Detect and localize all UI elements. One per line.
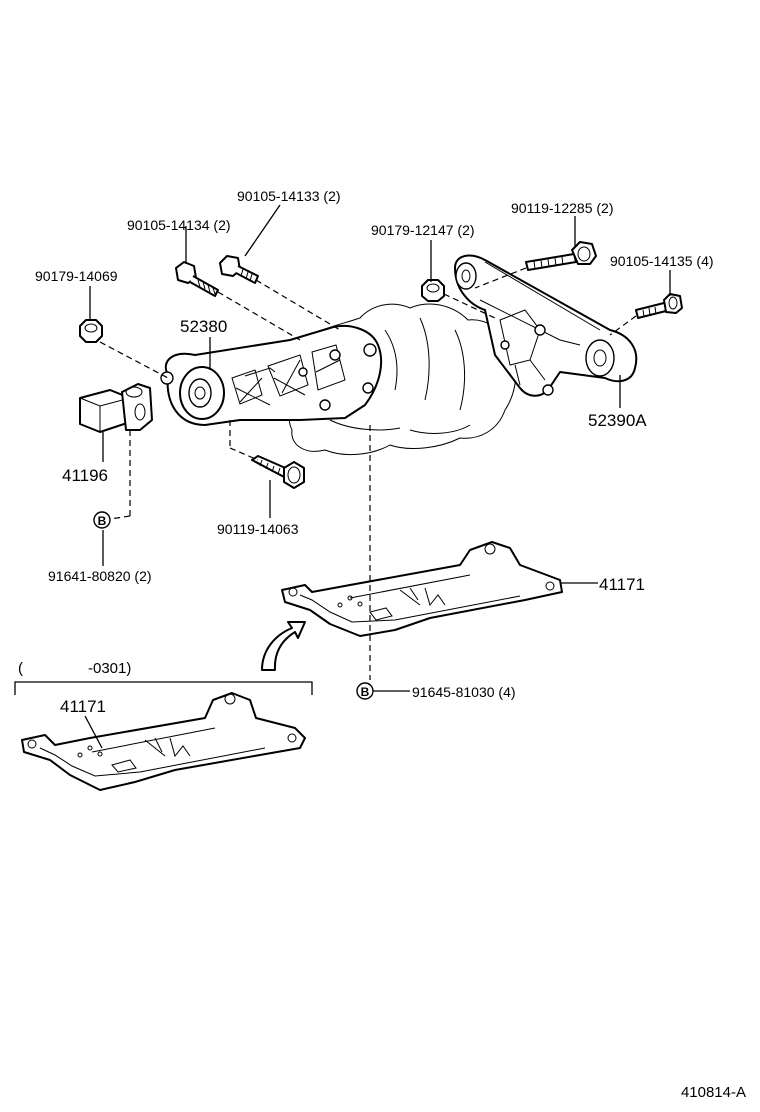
inset-range-open: ( xyxy=(18,660,23,677)
b-marker-right: B xyxy=(356,682,374,700)
bolt-90119-14063 xyxy=(251,455,305,489)
bolt-90105-14133 xyxy=(219,255,259,284)
b-marker-left-label: B xyxy=(98,514,107,528)
drawing-number: 410814-A xyxy=(681,1084,746,1101)
label-90119-12285: 90119-12285 (2) xyxy=(511,200,613,216)
inset-range-label: ( -0301) xyxy=(18,660,131,677)
label-91641-80820: 91641-80820 (2) xyxy=(48,568,152,584)
part-labels: 90105-14133 (2) 90105-14134 (2) 90179-14… xyxy=(35,188,714,716)
bolt-90105-14134 xyxy=(175,261,219,297)
inset-range-end: -0301) xyxy=(88,660,131,677)
label-90105-14133: 90105-14133 (2) xyxy=(237,188,341,204)
b-marker-left: B xyxy=(93,511,111,529)
label-41196: 41196 xyxy=(62,466,108,485)
label-90119-14063: 90119-14063 xyxy=(217,521,299,537)
nut-90179-14069 xyxy=(79,319,103,343)
nut-90179-12147 xyxy=(421,279,445,302)
label-52380: 52380 xyxy=(180,317,227,336)
label-90179-12147: 90179-12147 (2) xyxy=(371,222,475,238)
inset-frame xyxy=(14,681,313,695)
b-marker-right-label: B xyxy=(361,685,370,699)
label-52390A: 52390A xyxy=(588,411,647,430)
label-41171-main: 41171 xyxy=(599,575,645,594)
bolt-90119-12285 xyxy=(525,241,597,271)
right-mount-bracket-52390A xyxy=(454,254,638,397)
label-41171-inset: 41171 xyxy=(60,697,106,716)
label-91645-81030: 91645-81030 (4) xyxy=(412,684,516,700)
under-cover-41171 xyxy=(281,541,563,637)
label-90179-14069: 90179-14069 xyxy=(35,268,118,284)
dashed-guides xyxy=(99,267,637,680)
curved-arrow-icon xyxy=(261,621,306,671)
transmission-outline xyxy=(288,303,517,455)
stopper-41196 xyxy=(79,383,153,433)
inset-under-cover-41171 xyxy=(21,692,306,791)
left-mount-bracket-52380 xyxy=(160,325,383,426)
label-90105-14134: 90105-14134 (2) xyxy=(127,217,231,233)
bolt-90105-14135 xyxy=(635,293,683,319)
label-90105-14135: 90105-14135 (4) xyxy=(610,253,714,269)
leader-lines xyxy=(84,204,671,749)
